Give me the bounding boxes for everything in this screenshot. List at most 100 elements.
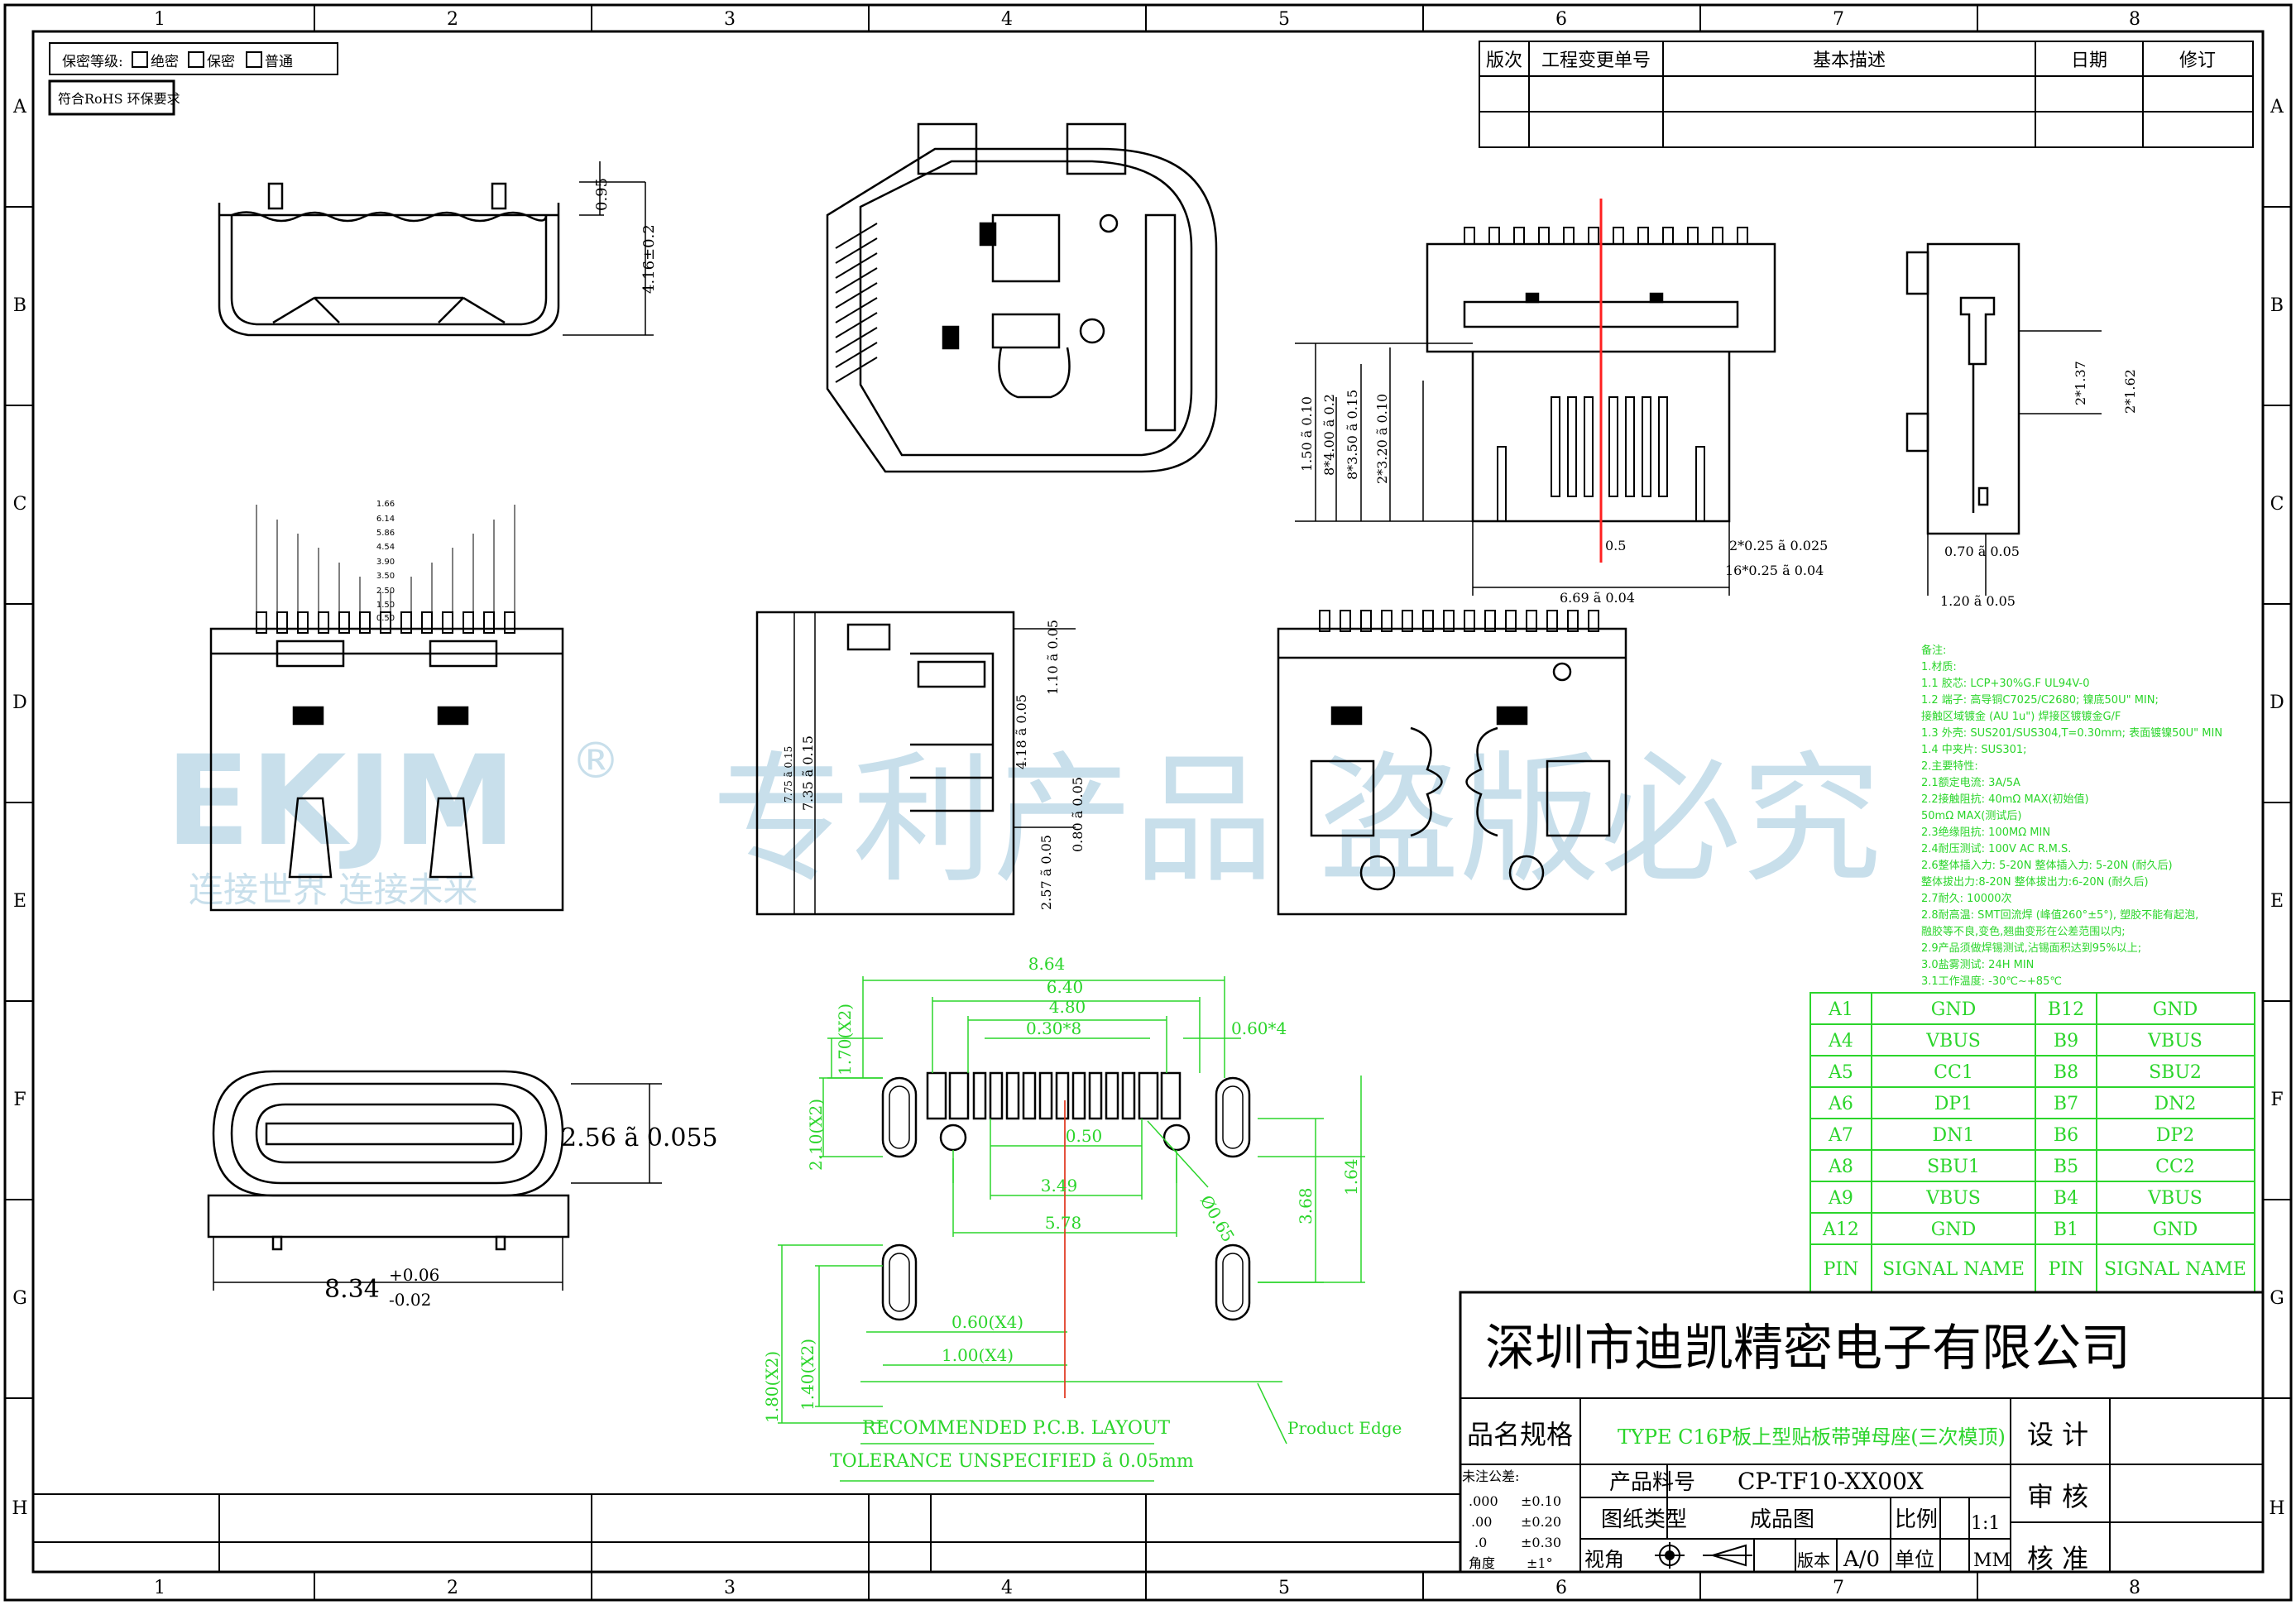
- dim-label: 0.50: [376, 614, 395, 623]
- svg-text:VBUS: VBUS: [2147, 1188, 2203, 1209]
- svg-text:2.6整体插入力: 5-20N 整体插入力: 5-20N (: 2.6整体插入力: 5-20N 整体插入力: 5-20N (耐久后): [1921, 860, 2173, 872]
- dim-label: 5.78: [1045, 1213, 1082, 1233]
- svg-text:1.1 胶芯: LCP+30%G.F UL94V-0: 1.1 胶芯: LCP+30%G.F UL94V-0: [1921, 677, 2089, 690]
- name-value: TYPE C16P板上型贴板带弹母座(三次模顶): [1618, 1425, 2006, 1449]
- pcb-tolerance: TOLERANCE UNSPECIFIED ã 0.05mm: [830, 1451, 1194, 1472]
- dim-834-tol-up: +0.06: [389, 1265, 439, 1285]
- svg-text:1.材质:: 1.材质:: [1921, 661, 1957, 673]
- svg-text:1.3 外壳: SUS201/SUS304,T=0.30mm: 1.3 外壳: SUS201/SUS304,T=0.30mm; 表面镀镍50U"…: [1921, 726, 2222, 740]
- svg-text:PIN: PIN: [2049, 1259, 2084, 1280]
- dim-label: 0.5: [1605, 538, 1626, 553]
- dim-label: 1.66: [376, 500, 395, 509]
- row-label: C: [2270, 494, 2284, 515]
- svg-text:备注:: 备注:: [1921, 644, 1946, 657]
- svg-text:A12: A12: [1822, 1219, 1859, 1240]
- svg-text:PIN: PIN: [1824, 1259, 1859, 1280]
- dim-label: 3.49: [1041, 1176, 1078, 1195]
- spec-notes: 备注: 1.材质: 1.1 胶芯: LCP+30%G.F UL94V-0 1.2…: [1921, 644, 2222, 988]
- dim-label: 1.10 ã 0.05: [1045, 620, 1061, 695]
- svg-text:VBUS: VBUS: [2147, 1031, 2203, 1052]
- dim-label: 6.40: [1047, 977, 1084, 997]
- mating-face-view: [207, 1070, 662, 1291]
- dim-label: 8*4.00 ã 0.2: [1321, 394, 1337, 476]
- row-label: B: [2270, 295, 2284, 316]
- svg-text:保密: 保密: [207, 54, 235, 70]
- dim-label: 3.50: [376, 572, 395, 581]
- svg-text:连接世界 连接未来: 连接世界 连接未来: [189, 870, 477, 910]
- svg-text:绝密: 绝密: [151, 54, 179, 70]
- svg-text:GND: GND: [1931, 1219, 1976, 1240]
- svg-text:CC2: CC2: [2155, 1157, 2195, 1177]
- svg-text:SBU2: SBU2: [2149, 1062, 2202, 1083]
- svg-text:2.4耐压测试: 100V AC R.M.S.: 2.4耐压测试: 100V AC R.M.S.: [1921, 843, 2071, 855]
- dim-label: 0.30*8: [1026, 1018, 1081, 1038]
- svg-text:GND: GND: [2153, 1219, 2198, 1240]
- svg-text:融胶等不良,变色,翘曲变形在公差范围以内;: 融胶等不良,变色,翘曲变形在公差范围以内;: [1921, 925, 2126, 938]
- col-label: 4: [1001, 1578, 1013, 1598]
- row-label: G: [12, 1288, 27, 1309]
- company-name: 深圳市迪凯精密电子有限公司: [1485, 1320, 2131, 1377]
- type-value: 成品图: [1750, 1507, 1814, 1532]
- dim-834: 8.34: [324, 1275, 380, 1304]
- checkbox-icon: [188, 51, 204, 68]
- pcb-layout: [881, 1071, 1251, 1321]
- tol-val: ±0.30: [1521, 1535, 1561, 1550]
- isometric-view: [826, 122, 1218, 473]
- checkbox-icon: [246, 51, 262, 68]
- svg-text:GND: GND: [1931, 999, 1976, 1020]
- svg-text:A7: A7: [1828, 1125, 1853, 1146]
- dim-label: 4.18 ã 0.05: [1014, 694, 1029, 769]
- row-label: E: [13, 891, 26, 912]
- row-label: E: [2270, 891, 2284, 912]
- svg-text:B1: B1: [2054, 1219, 2078, 1240]
- row-label: G: [2270, 1288, 2284, 1309]
- dim-label: Ø0.65: [1196, 1192, 1239, 1246]
- view-label: 视角: [1584, 1548, 1624, 1571]
- unit-value: MM: [1973, 1550, 2011, 1571]
- title-block: [1459, 1291, 2265, 1574]
- dim-label: 1.50: [376, 601, 395, 610]
- col-label: 8: [2129, 1578, 2140, 1598]
- svg-text:B4: B4: [2054, 1188, 2078, 1209]
- svg-text:CC1: CC1: [1934, 1062, 1973, 1083]
- dim-label: 0.50: [1066, 1126, 1103, 1146]
- svg-text:专利产品 盗版必究: 专利产品 盗版必究: [712, 739, 1881, 903]
- col-label: 5: [1278, 9, 1290, 30]
- col-label: 7: [1833, 9, 1844, 30]
- rev-col-revise: 修订: [2179, 50, 2216, 71]
- dim-label: 1.40(X2): [798, 1339, 817, 1411]
- rev-col-version: 版次: [1486, 50, 1522, 71]
- rohs-box: 符合RoHS 环保要求: [48, 79, 180, 116]
- dim-label: 1.20 ã 0.05: [1940, 593, 2016, 609]
- svg-text:A5: A5: [1828, 1062, 1853, 1083]
- security-level-box: 保密等级: 绝密 保密 普通: [49, 42, 338, 75]
- svg-text:普通: 普通: [265, 54, 293, 70]
- svg-text:50mΩ MAX(测试后): 50mΩ MAX(测试后): [1921, 810, 2021, 822]
- svg-text:2.1额定电流: 3A/5A: 2.1额定电流: 3A/5A: [1921, 777, 2020, 789]
- dim-label: 2*3.20 ã 0.10: [1374, 394, 1390, 484]
- svg-text:符合RoHS 环保要求: 符合RoHS 环保要求: [58, 91, 180, 107]
- svg-text:DN2: DN2: [2155, 1094, 2197, 1114]
- dim-label: 2*1.62: [2122, 369, 2138, 414]
- dim-label: 2*1.37: [2073, 361, 2088, 405]
- far-right-side-view: [1905, 242, 2102, 596]
- row-label: F: [2270, 1090, 2283, 1110]
- dim-label: 8.64: [1028, 954, 1066, 974]
- svg-text:VBUS: VBUS: [1925, 1188, 1981, 1209]
- dim-label: 2*0.25 ã 0.025: [1729, 538, 1828, 553]
- dim-label: 5.86: [376, 529, 395, 538]
- front-pin-view: [209, 505, 564, 912]
- dim-label: 6.14: [376, 515, 395, 524]
- svg-text:SBU1: SBU1: [1927, 1157, 1980, 1177]
- svg-text:接触区域镀金 (AU 1u") 焊接区镀镀金G/F: 接触区域镀金 (AU 1u") 焊接区镀镀金G/F: [1921, 710, 2121, 723]
- dim-label: 7.75 ã 0.15: [783, 746, 794, 802]
- svg-text:SIGNAL NAME: SIGNAL NAME: [1882, 1259, 2025, 1280]
- top-side-view: [218, 161, 654, 337]
- pin-table: [1809, 992, 2255, 1293]
- dim-label: 2.57 ã 0.05: [1038, 835, 1054, 910]
- col-label: 2: [447, 9, 458, 30]
- row-label: F: [13, 1090, 26, 1110]
- svg-text:EKJM: EKJM: [165, 730, 516, 874]
- row-label: C: [13, 494, 27, 515]
